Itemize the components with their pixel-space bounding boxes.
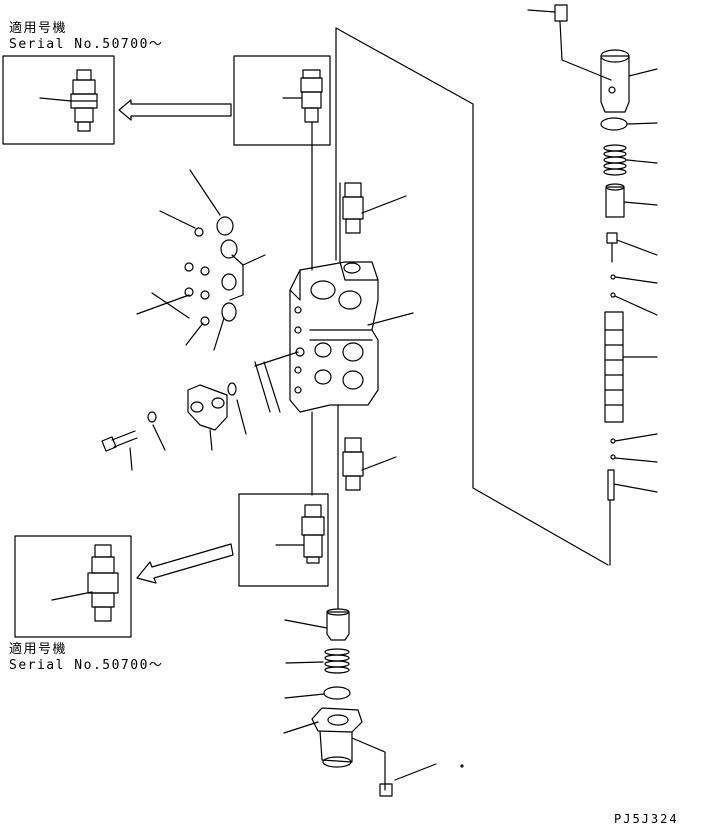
right-spool-parts [600,49,658,501]
safety-valve-upper [342,182,407,234]
bolt-top-right [527,4,568,22]
o-rings-left [136,169,266,351]
bottom-serial-label: Serial No.50700〜 [9,658,164,673]
bolt-left [101,430,138,471]
detail-box-bottom-left [14,535,132,638]
relief-valve-top-left [39,69,98,132]
lower-stack [283,608,464,797]
leader-right-bolt [559,21,612,81]
subassembly-outline [335,27,609,566]
arrow-to-top-left [118,99,232,121]
top-applicable-label: 適用号機 [9,21,68,36]
side-cover [147,351,299,451]
valve-bottom-left [51,544,119,622]
bottom-applicable-label: 適用号機 [9,642,68,657]
drawing-code: PJ5J324 [614,812,679,826]
arrow-to-bottom-left [136,543,234,584]
relief-valve-top-center [282,69,323,271]
valve-block [289,182,414,609]
safety-valve-lower [342,437,397,491]
detail-box-bottom-center [238,493,329,587]
valve-bottom-center [275,504,325,564]
detail-box-top-center [233,55,331,146]
detail-box-top-left [2,55,115,145]
top-serial-label: Serial No.50700〜 [9,37,164,52]
